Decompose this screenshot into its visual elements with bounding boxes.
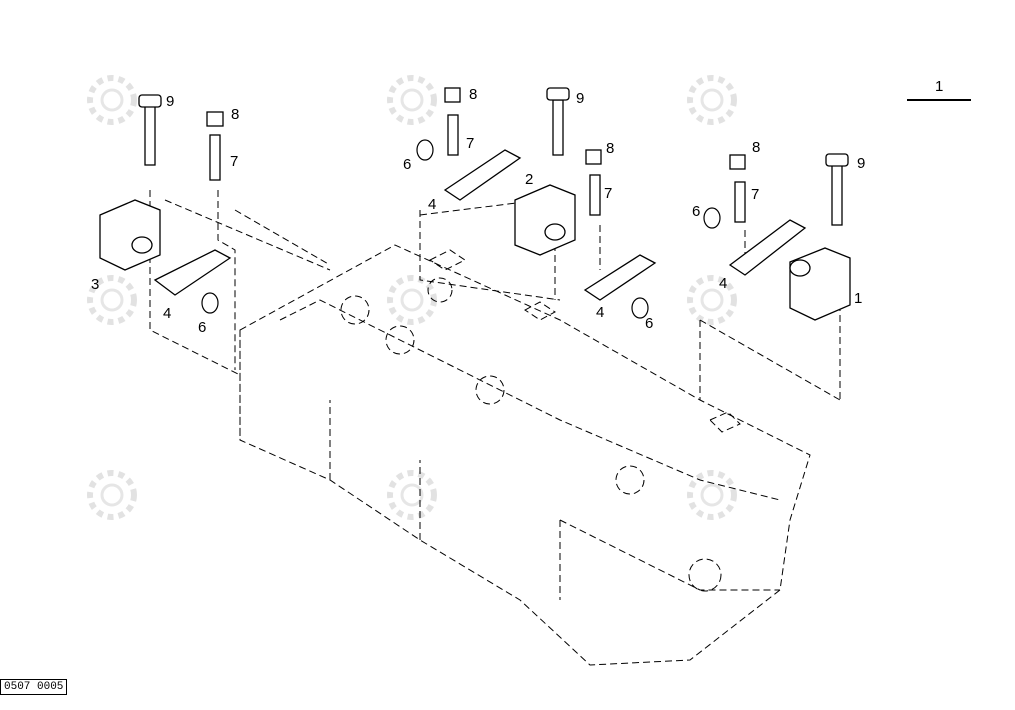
callout-1: 1 [854,290,862,307]
stud-7 [589,174,601,216]
stud-7 [734,181,746,223]
callout-8: 8 [606,140,614,157]
bolt-9 [552,99,564,156]
callout-labels: 9 8 7 3 4 6 8 9 7 6 4 2 8 7 4 6 8 9 7 6 … [91,86,865,336]
circlip-6 [703,207,721,229]
circlip-6 [201,292,219,314]
drawing-code: 0507 0005 [0,679,68,695]
nut-8 [585,149,602,165]
rocker-support-2 [514,184,576,256]
callout-3: 3 [91,276,99,293]
callout-6: 6 [403,156,411,173]
rocker-arm-4 [153,249,232,296]
watermark-gear-marks [87,75,737,520]
rocker-arm-4 [728,219,807,276]
rocker-support-1 [789,247,851,321]
nut-8 [206,111,224,127]
callout-4: 4 [596,304,604,321]
callout-9: 9 [857,155,865,172]
right-group [703,153,851,321]
left-group [99,94,232,314]
callout-6: 6 [198,319,206,336]
rocker-arm-4 [583,254,657,301]
callout-4: 4 [428,196,436,213]
callout-8: 8 [469,86,477,103]
rocker-arm-4 [443,149,522,201]
rocker-support-3 [99,199,161,271]
sheet-number: 1 [935,78,944,95]
circlip-6 [631,297,649,319]
center-group [416,87,657,319]
callout-7: 7 [751,186,759,203]
bolt-9 [144,104,156,166]
cylinder-head [239,244,811,666]
callout-4: 4 [719,275,727,292]
callout-7: 7 [230,153,238,170]
stud-7 [447,114,459,156]
assembly-lines [149,190,841,401]
callout-8: 8 [752,139,760,156]
callout-8: 8 [231,106,239,123]
circlip-6 [416,139,434,161]
nut-8 [729,154,746,170]
callout-7: 7 [604,185,612,202]
sheet-number-underline [907,99,971,101]
callout-9: 9 [576,90,584,107]
callout-7: 7 [466,135,474,152]
callout-6: 6 [692,203,700,220]
callout-9: 9 [166,93,174,110]
callout-6: 6 [645,315,653,332]
callout-4: 4 [163,305,171,322]
callout-2: 2 [525,171,533,188]
nut-8 [444,87,461,103]
stud-7 [209,134,221,181]
bolt-9 [831,164,843,226]
